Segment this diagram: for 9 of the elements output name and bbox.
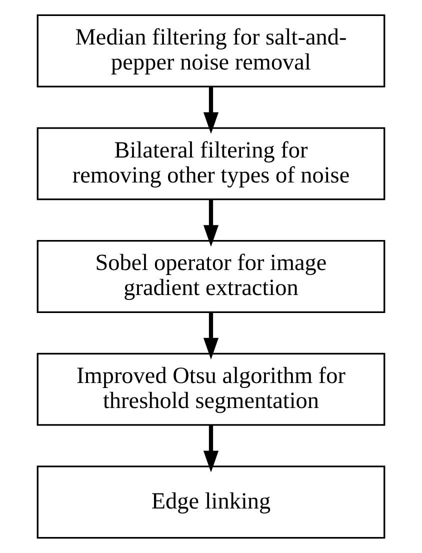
- arrow: [203, 199, 219, 247]
- arrow: [203, 86, 219, 134]
- arrow: [203, 425, 219, 472]
- node-box: Bilateral filtering for removing other types of noise: [36, 127, 386, 200]
- arrow: [203, 312, 219, 360]
- node-box: Improved Otsu algorithm for threshold segmentation: [36, 352, 386, 426]
- node-box: Sobel operator for image gradient extraction: [36, 240, 386, 313]
- node-box: Median filtering for salt-and-pepper noise removal: [36, 14, 386, 88]
- node-box: Edge linking: [36, 466, 386, 539]
